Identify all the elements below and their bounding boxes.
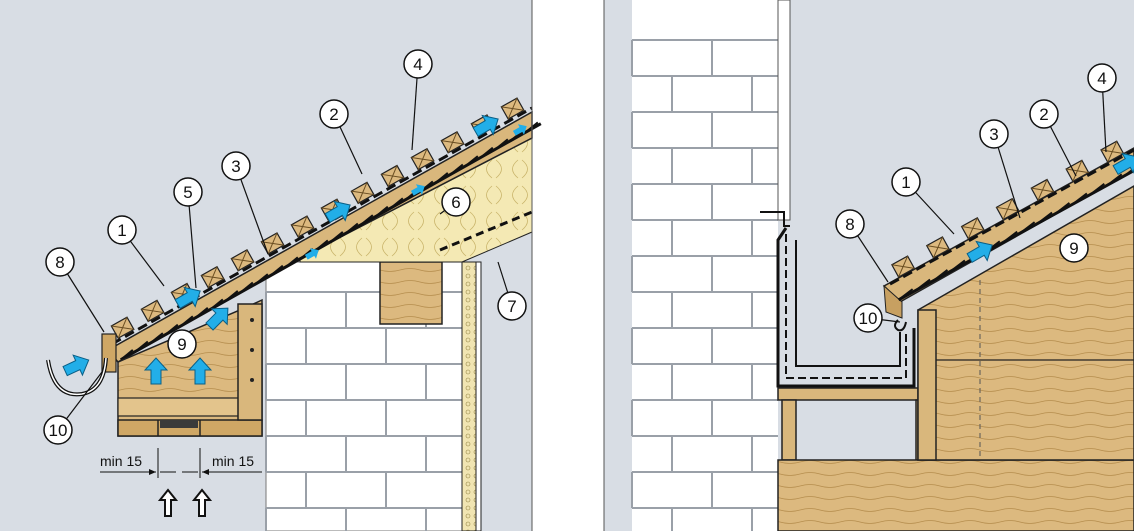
right-battens (891, 140, 1125, 278)
left-callouts: 1 2 3 4 5 6 7 8 9 10 (43, 49, 527, 445)
right-airflow-arrow-1-icon (966, 240, 993, 264)
right-box-gutter (776, 227, 916, 388)
batten-6 (1065, 159, 1090, 183)
batten-11 (410, 147, 435, 171)
callout-3: 3 (221, 151, 269, 255)
right-callout-10-label: 10 (859, 309, 878, 328)
airflow-arrow-gutter-icon (62, 354, 90, 377)
batten-12 (440, 130, 465, 154)
right-callout-3: 3 (979, 119, 1021, 219)
dimension-label-left: min 15 (100, 453, 142, 469)
airflow-arrow-3-icon (324, 200, 351, 224)
batten-2 (140, 299, 165, 323)
right-panel: 1 2 3 4 8 9 10 (603, 0, 1134, 531)
right-callout-1: 1 (891, 167, 955, 235)
right-callout-8-label: 8 (845, 215, 854, 234)
airflow-arrow-small-1-icon (304, 248, 319, 260)
soffit-vent-gap (160, 420, 198, 428)
batten-5 (230, 248, 255, 272)
callout-4-label: 4 (413, 55, 422, 74)
airflow-arrow-4-icon (472, 114, 499, 138)
callout-2-label: 2 (329, 105, 338, 124)
left-wall-board (475, 261, 482, 531)
batten-1 (891, 255, 916, 278)
right-eave-vent (883, 284, 903, 319)
airflow-arrow-1-icon (174, 286, 201, 310)
airflow-arrow-2-icon (205, 307, 229, 331)
right-callout-9: 9 (1059, 233, 1089, 263)
batten-9 (350, 181, 375, 205)
callout-8: 8 (45, 247, 105, 333)
right-callout-2: 2 (1029, 99, 1077, 177)
batten-5 (1030, 178, 1055, 202)
callout-1-label: 1 (117, 221, 126, 240)
callout-10: 10 (43, 371, 103, 445)
right-wall-flashing (760, 211, 790, 227)
right-callout-4-label: 4 (1097, 69, 1106, 88)
dimension-label-right: min 15 (212, 453, 254, 469)
right-airflow-arrow-2-icon (1112, 152, 1134, 176)
batten-1 (110, 316, 135, 340)
right-drip-edge (894, 319, 907, 332)
right-callout-9-label: 9 (1069, 239, 1078, 258)
airflow-arrow-small-2-icon (410, 184, 425, 196)
right-callout-3-label: 3 (989, 125, 998, 144)
callout-1: 1 (107, 215, 165, 287)
airflow-arrow-up-2-icon (187, 357, 213, 385)
batten-4 (200, 265, 225, 289)
airflow-arrow-small-3-icon (512, 124, 527, 136)
callout-8-label: 8 (55, 253, 64, 272)
intake-up-arrow-outline-2-icon (191, 488, 213, 517)
left-vapour-barrier (439, 210, 533, 252)
airflow-arrow-up-1-icon (143, 357, 169, 385)
callout-7-label: 7 (507, 297, 516, 316)
right-callout-1-label: 1 (901, 173, 910, 192)
batten-6 (260, 232, 285, 255)
callout-9: 9 (167, 329, 197, 359)
callout-6-label: 6 (451, 193, 460, 212)
left-panel: min 15 min 15 1 2 3 4 5 6 7 8 9 10 (0, 0, 542, 531)
batten-14 (500, 97, 525, 120)
left-wall-plate (379, 261, 443, 325)
intake-up-arrow-outline-1-icon (157, 488, 179, 517)
batten-2 (925, 236, 951, 259)
right-airflow-arrows (966, 152, 1134, 264)
callout-6: 6 (439, 187, 471, 217)
right-callout-2-label: 2 (1039, 105, 1048, 124)
batten-10 (380, 164, 405, 188)
batten-7 (1100, 140, 1125, 163)
right-callout-10: 10 (853, 303, 901, 333)
callout-5: 5 (173, 177, 203, 289)
callout-2: 2 (319, 99, 363, 175)
left-wall-insulation (461, 261, 477, 531)
callout-9-label: 9 (177, 335, 186, 354)
callout-4: 4 (403, 49, 433, 151)
callout-3-label: 3 (231, 157, 240, 176)
right-support-frame (777, 387, 1134, 531)
callout-5-label: 5 (183, 183, 192, 202)
right-callouts: 1 2 3 4 8 9 10 (835, 63, 1117, 333)
right-callout-4: 4 (1087, 63, 1117, 153)
batten-7 (290, 215, 315, 238)
left-dimension-lines: min 15 min 15 (100, 448, 262, 478)
callout-10-label: 10 (49, 421, 68, 440)
left-gutter (46, 357, 108, 397)
right-membrane (889, 148, 1134, 286)
batten-3 (960, 216, 985, 240)
left-airflow-arrows (62, 114, 527, 385)
callout-7: 7 (497, 261, 527, 321)
left-intake-arrows (157, 488, 213, 517)
right-callout-8: 8 (835, 209, 889, 283)
right-brick-wall (631, 0, 791, 531)
